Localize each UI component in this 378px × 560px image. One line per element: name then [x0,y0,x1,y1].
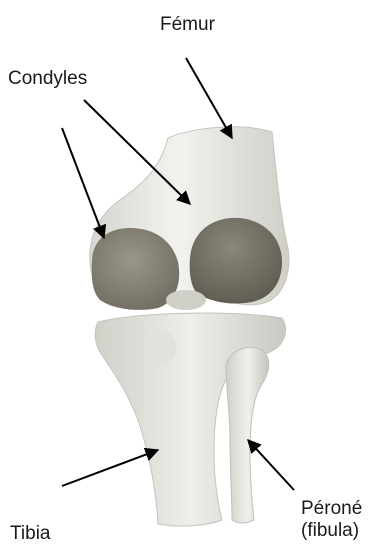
arrow-condyle-left [62,128,104,238]
arrow-fibula [248,440,294,490]
perone-label-line1: Péroné [301,498,362,520]
condyles-label: Condyles [8,68,87,90]
tibia-label: Tibia [10,523,50,545]
fibula-bone [226,347,269,523]
perone-label: Péroné (fibula) [301,498,362,542]
tibia-bone [95,313,285,526]
perone-label-line2: (fibula) [301,520,362,542]
condyle-right [190,218,282,304]
femur-label: Fémur [160,14,215,36]
arrow-femur [186,58,232,138]
arrow-tibia [62,450,158,486]
